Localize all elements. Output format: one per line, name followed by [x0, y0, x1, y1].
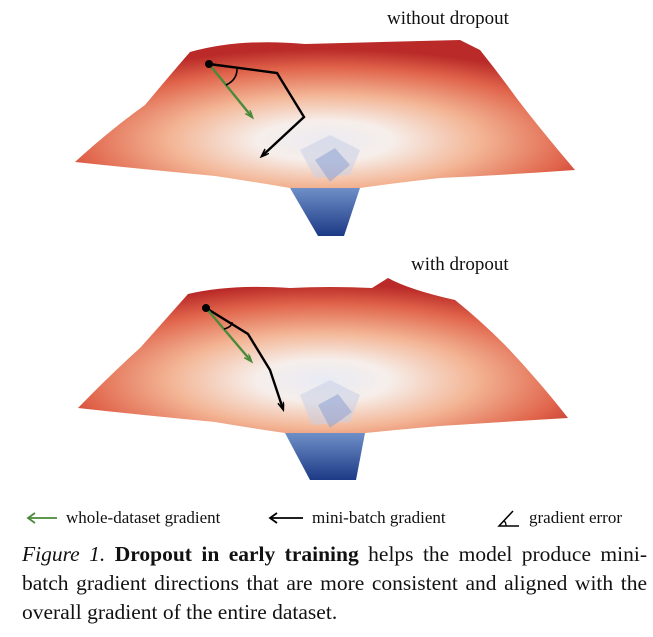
start-point: [202, 304, 210, 312]
mini-batch-path: [208, 62, 306, 156]
legend-label-gradient-error: gradient error: [529, 508, 622, 527]
figure-caption: Figure 1. Dropout in early training help…: [22, 540, 647, 627]
legend-item-gradient-error: gradient error: [497, 508, 622, 528]
whole-dataset-arrow: [208, 63, 252, 117]
surface-pit: [285, 433, 365, 480]
legend-label-whole-dataset: whole-dataset gradient: [66, 508, 221, 527]
figure-label: Figure 1.: [22, 542, 106, 566]
caption-body: helps the model produce mini-batch gradi…: [22, 542, 648, 624]
error-angle-arc: [225, 68, 238, 86]
surface-sheet: [78, 278, 568, 433]
caption-bold: Dropout in early training: [114, 542, 359, 566]
legend-item-mini-batch: mini-batch gradient: [268, 508, 446, 528]
legend: whole-dataset gradient mini-batch gradie…: [0, 508, 653, 534]
legend-label-mini-batch: mini-batch gradient: [312, 508, 446, 527]
green-arrow-icon: [26, 512, 57, 524]
whole-dataset-arrow: [205, 307, 251, 361]
loss-surface-with-dropout: [78, 278, 568, 480]
error-angle-arc: [223, 321, 233, 330]
surface-pit: [290, 188, 360, 236]
loss-surface-without-dropout: [75, 40, 575, 236]
surface-sheet: [75, 40, 575, 188]
angle-icon: [497, 510, 519, 527]
black-arrow-icon: [268, 512, 303, 524]
start-point: [205, 60, 213, 68]
legend-item-whole-dataset: whole-dataset gradient: [26, 508, 220, 528]
panel-title-with-dropout: with dropout: [411, 254, 509, 275]
mini-batch-path: [205, 306, 283, 409]
panel-title-without-dropout: without dropout: [387, 8, 509, 29]
